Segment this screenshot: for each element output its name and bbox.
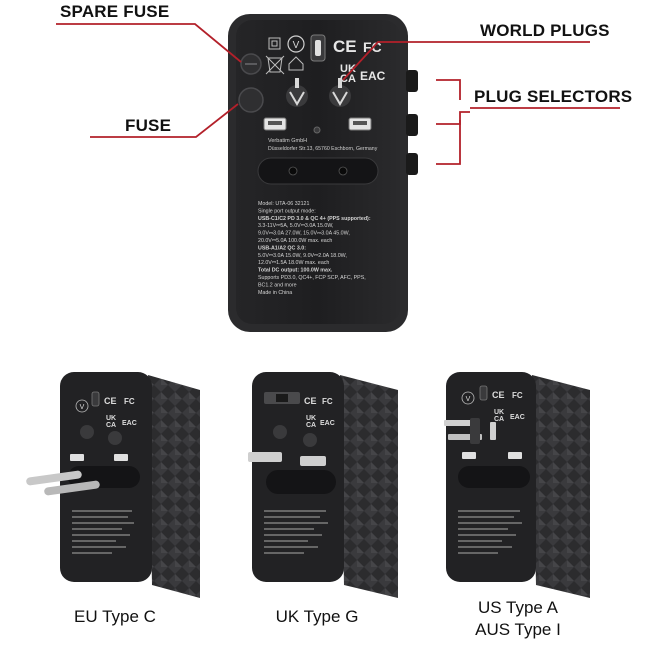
plug-selector-knobs xyxy=(406,70,418,175)
spec-line: 20.0V⎓5.0A 100.0W max. each xyxy=(258,238,332,244)
caption-eu-type-c: EU Type C xyxy=(74,607,156,626)
svg-text:FC: FC xyxy=(124,397,135,406)
manufacturer-address: Düsseldorfer Str.13, 65760 Eschborn, Ger… xyxy=(268,146,378,152)
svg-text:FC: FC xyxy=(322,397,333,406)
svg-text:FC: FC xyxy=(512,391,523,400)
svg-text:CE: CE xyxy=(104,396,117,406)
led-indicator xyxy=(313,126,321,134)
spec-line: USB-A1/A2 QC 3.0: xyxy=(258,245,306,251)
spec-line: BC1.2 and more xyxy=(258,282,297,288)
svg-text:UK: UK xyxy=(494,409,504,416)
svg-text:EAC: EAC xyxy=(122,420,137,427)
spec-line: Supports PD3.0, QC4+, FCP SCP, AFC, PPS, xyxy=(258,275,366,281)
svg-text:V: V xyxy=(80,404,85,411)
caption-us-type-a: US Type A xyxy=(477,598,558,617)
double-insulation-icon xyxy=(268,37,281,50)
caption-uk-type-g: UK Type G xyxy=(275,607,359,626)
spec-line: Model: UTA-06 32121 xyxy=(258,201,309,207)
svg-text:CE: CE xyxy=(304,396,317,406)
spec-line: Total DC output: 100.0W max. xyxy=(258,268,333,274)
spec-line: 9.0V⎓3.0A 27.0W, 15.0V⎓3.0A 45.0W, xyxy=(258,231,350,237)
fuse-cap xyxy=(238,87,264,113)
svg-text:EAC: EAC xyxy=(510,414,525,421)
world-plugs-label: WORLD PLUGS xyxy=(480,21,610,40)
brand-logo xyxy=(287,35,305,53)
plug-socket-left xyxy=(286,78,308,107)
ukca-mark-bottom: CA xyxy=(340,73,356,85)
svg-text:CA: CA xyxy=(494,416,504,423)
svg-text:UK: UK xyxy=(306,415,316,422)
svg-text:EAC: EAC xyxy=(320,420,335,427)
eac-mark: EAC xyxy=(360,69,386,83)
svg-text:UK: UK xyxy=(106,415,116,422)
ukca-mark-top: UK xyxy=(340,63,356,75)
spec-line: 12.0V⎓1.5A 18.0W max. each xyxy=(258,260,329,266)
spec-line: Single port output mode: xyxy=(258,208,316,214)
weee-bin-icon xyxy=(265,55,285,75)
ce-mark: CE xyxy=(333,37,357,56)
svg-text:V: V xyxy=(466,396,471,403)
svg-text:CA: CA xyxy=(306,422,316,429)
callout-lines xyxy=(56,23,620,165)
fuse-callout-line xyxy=(90,103,239,138)
indoor-use-icon xyxy=(288,56,304,71)
adapter-us-aus-illustration: V CE FC UK CA EAC xyxy=(444,372,590,598)
caption-aus-type-i: AUS Type I xyxy=(475,620,561,639)
svg-text:CA: CA xyxy=(106,422,116,429)
svg-text:CE: CE xyxy=(492,390,505,400)
spec-line: 3.3-11V⎓5A, 5.0V⎓3.0A 15.0W, xyxy=(258,223,334,229)
brand-logo-letter: V xyxy=(293,40,300,51)
spec-line: 5.0V⎓3.0A 15.0W, 9.0V⎓2.0A 18.0W, xyxy=(258,253,347,259)
spare-fuse-label: SPARE FUSE xyxy=(60,2,170,21)
manufacturer-name: Verbatim GmbH xyxy=(268,138,307,144)
world-plugs-callout-line xyxy=(342,41,590,81)
adapter-uk-illustration: CE FC UK CA EAC xyxy=(248,372,398,598)
spec-line: Made in China xyxy=(258,290,292,296)
spec-line: USB-C1/C2 PD 3.0 & QC 4+ (PPS supported)… xyxy=(258,216,371,222)
plug-socket-right xyxy=(329,78,351,107)
plug-selectors-callout-line xyxy=(436,79,461,100)
fuse-label: FUSE xyxy=(125,116,172,135)
output-socket-recess xyxy=(257,157,379,185)
adapter-eu-illustration: V CE FC UK CA EAC xyxy=(26,372,200,598)
plug-selectors-label: PLUG SELECTORS xyxy=(474,87,633,106)
spare-fuse-callout-line xyxy=(56,23,242,63)
